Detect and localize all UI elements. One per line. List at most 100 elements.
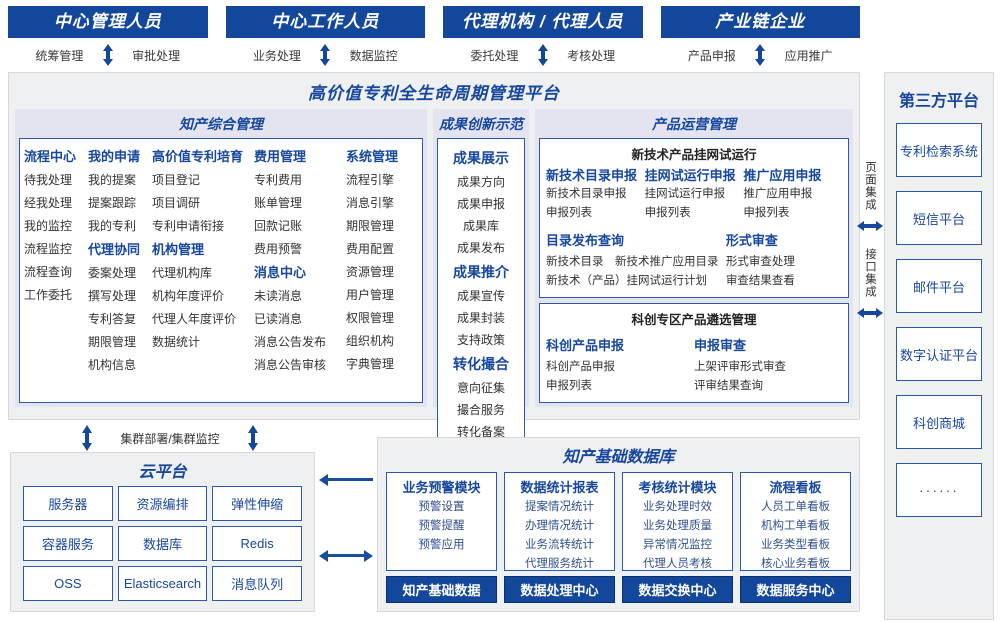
cloud-item-oss[interactable]: OSS <box>23 566 113 601</box>
module-item[interactable]: 成果方向 <box>456 175 505 189</box>
cloud-item-autoscaling[interactable]: 弹性伸缩 <box>212 486 302 521</box>
module-item[interactable]: 流程查询 <box>24 265 73 279</box>
database-card-item[interactable]: 预警应用 <box>418 539 465 551</box>
module-head[interactable]: 成果推介 <box>453 264 509 280</box>
cloud-item-message-queue[interactable]: 消息队列 <box>212 566 302 601</box>
module-head[interactable]: 科创产品申报 <box>546 338 625 353</box>
module-head[interactable]: 高价值专利培育 <box>152 149 244 164</box>
module-item[interactable]: 期限管理 <box>346 219 395 233</box>
module-head[interactable]: 形式审查 <box>725 233 778 248</box>
module-item[interactable]: 机构信息 <box>88 358 137 372</box>
module-item[interactable]: 成果申报 <box>456 197 505 211</box>
module-item[interactable]: 专利费用 <box>254 173 303 187</box>
module-item[interactable]: 撮合服务 <box>456 403 505 417</box>
module-head[interactable]: 挂网试运行申报 <box>644 168 736 183</box>
third-party-item-sci-mall[interactable]: 科创商城 <box>896 395 982 449</box>
cloud-item-elasticsearch[interactable]: Elasticsearch <box>117 566 208 601</box>
module-item[interactable]: 代理人年度评价 <box>152 312 237 326</box>
module-item[interactable]: 成果发布 <box>456 241 505 255</box>
module-item[interactable]: 转化备案 <box>456 425 505 439</box>
module-head[interactable]: 成果展示 <box>453 150 509 166</box>
module-item[interactable]: 成果封装 <box>456 311 505 325</box>
cloud-item-orchestration[interactable]: 资源编排 <box>117 486 208 521</box>
module-item[interactable]: 字典管理 <box>346 357 395 371</box>
module-item[interactable]: 费用配置 <box>346 242 395 256</box>
module-item[interactable]: 专利答复 <box>88 312 137 326</box>
module-head[interactable]: 推广应用申报 <box>743 168 822 183</box>
module-head[interactable]: 费用管理 <box>254 149 307 164</box>
module-item[interactable]: 消息引擎 <box>346 196 395 210</box>
database-card-item[interactable]: 代理人员考核 <box>643 558 712 570</box>
module-item[interactable]: 申报列表 <box>546 207 592 219</box>
module-head[interactable]: 系统管理 <box>346 149 399 164</box>
module-head[interactable]: 新技术目录申报 <box>546 168 638 183</box>
module-item[interactable]: 科创产品申报 <box>546 361 615 373</box>
module-item[interactable]: 代理机构库 <box>152 266 213 280</box>
module-item[interactable]: 成果宣传 <box>456 289 505 303</box>
third-party-item-sms[interactable]: 短信平台 <box>896 191 982 245</box>
module-item[interactable]: 期限管理 <box>88 335 137 349</box>
module-item[interactable]: 未读消息 <box>254 289 303 303</box>
module-head[interactable]: 机构管理 <box>152 242 205 257</box>
module-item[interactable]: 流程监控 <box>24 242 73 256</box>
actor-title-center-staff[interactable]: 中心工作人员 <box>225 6 425 38</box>
module-item[interactable]: 我的监控 <box>24 219 73 233</box>
module-item[interactable]: 推广应用申报 <box>743 188 813 200</box>
module-item[interactable]: 新技术目录 新技术推广应用目录 <box>546 256 719 268</box>
module-item[interactable]: 我的提案 <box>88 173 137 187</box>
module-item[interactable]: 项目调研 <box>152 196 201 210</box>
module-item[interactable]: 申报列表 <box>644 207 691 219</box>
module-head[interactable]: 转化撮合 <box>453 356 509 372</box>
cloud-item-server[interactable]: 服务器 <box>23 486 113 521</box>
third-party-item-patent-search[interactable]: 专利检索系统 <box>896 123 982 177</box>
module-item[interactable]: 支持政策 <box>456 333 505 347</box>
database-card-item[interactable]: 预警设置 <box>418 501 465 513</box>
database-card-item[interactable]: 异常情况监控 <box>643 539 712 551</box>
database-card-item[interactable]: 代理服务统计 <box>525 558 594 570</box>
database-foot-base-data[interactable]: 知产基础数据 <box>386 576 497 603</box>
module-head[interactable]: 流程中心 <box>24 149 77 164</box>
database-foot-processing-center[interactable]: 数据处理中心 <box>504 576 615 603</box>
module-item[interactable]: 申报列表 <box>743 207 790 219</box>
module-item[interactable]: 新技术（产品）挂网试运行计划 <box>546 275 707 287</box>
cloud-item-database[interactable]: 数据库 <box>117 526 208 561</box>
database-card-item[interactable]: 业务类型看板 <box>761 539 830 551</box>
module-item[interactable]: 项目登记 <box>152 173 201 187</box>
module-item[interactable]: 工作委托 <box>24 288 73 302</box>
module-head[interactable]: 代理协同 <box>88 242 141 257</box>
module-head[interactable]: 目录发布查询 <box>546 233 625 248</box>
module-item[interactable]: 评审结果查询 <box>694 380 763 392</box>
module-item[interactable]: 形式审查处理 <box>725 256 795 268</box>
cloud-item-redis[interactable]: Redis <box>212 526 302 561</box>
module-item[interactable]: 撰写处理 <box>88 289 137 303</box>
module-item[interactable]: 新技术目录申报 <box>546 188 627 200</box>
actor-title-agency[interactable]: 代理机构 / 代理人员 <box>443 6 643 38</box>
module-item[interactable]: 提案跟踪 <box>88 196 137 210</box>
module-item[interactable]: 成果库 <box>462 219 499 233</box>
module-item[interactable]: 用户管理 <box>346 288 395 302</box>
module-item[interactable]: 账单管理 <box>254 196 303 210</box>
third-party-item-digital-cert[interactable]: 数字认证平台 <box>896 327 982 381</box>
module-item[interactable]: 意向征集 <box>456 381 505 395</box>
module-item[interactable]: 数据统计 <box>152 335 201 349</box>
cloud-item-container[interactable]: 容器服务 <box>23 526 113 561</box>
actor-title-center-manager[interactable]: 中心管理人员 <box>8 6 208 38</box>
module-item[interactable]: 挂网试运行申报 <box>644 188 726 200</box>
module-item[interactable]: 机构年度评价 <box>152 289 225 303</box>
third-party-item-email[interactable]: 邮件平台 <box>896 259 982 313</box>
module-item[interactable]: 权限管理 <box>346 311 395 325</box>
module-head[interactable]: 我的申请 <box>88 149 141 164</box>
module-item[interactable]: 费用预警 <box>254 242 303 256</box>
module-item[interactable]: 流程引擎 <box>346 173 395 187</box>
module-item[interactable]: 消息公告审核 <box>254 358 327 372</box>
database-card-item[interactable]: 预警提醒 <box>418 520 465 532</box>
database-card-item[interactable]: 业务处理时效 <box>643 501 712 513</box>
database-foot-exchange-center[interactable]: 数据交换中心 <box>622 576 733 603</box>
module-item[interactable]: 资源管理 <box>346 265 395 279</box>
module-item[interactable]: 专利申请衔接 <box>152 219 225 233</box>
module-item[interactable]: 审查结果查看 <box>725 275 795 287</box>
database-card-item[interactable]: 机构工单看板 <box>761 520 830 532</box>
module-item[interactable]: 上架评审形式审查 <box>694 361 786 373</box>
module-item[interactable]: 经我处理 <box>24 196 73 210</box>
database-card-item[interactable]: 提案情况统计 <box>525 501 594 513</box>
